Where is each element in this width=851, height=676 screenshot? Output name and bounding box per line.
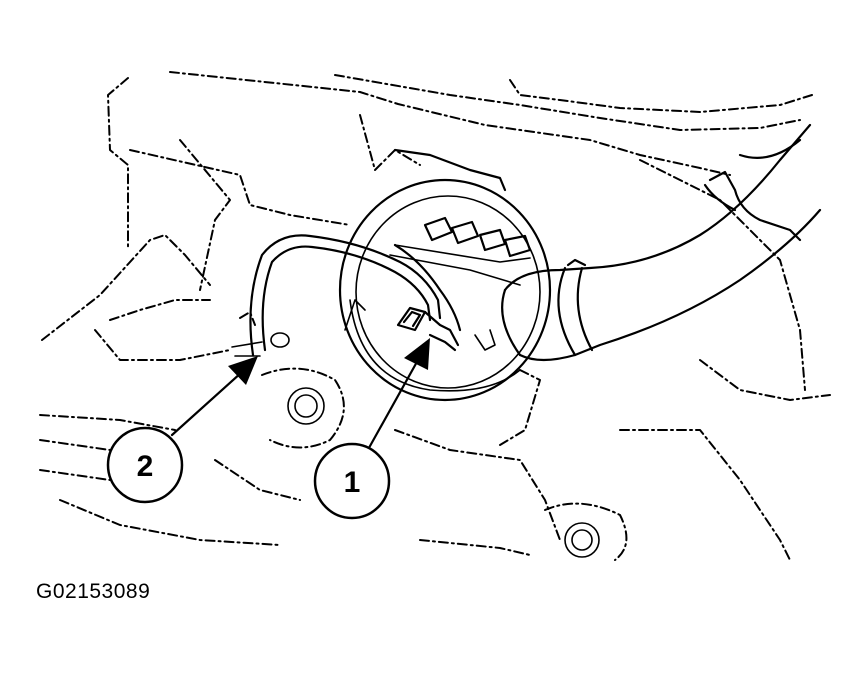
callout-label-1: 1 bbox=[344, 466, 361, 499]
hose bbox=[501, 123, 822, 362]
callout-1: 1 bbox=[313, 442, 391, 520]
callout-2: 2 bbox=[106, 426, 184, 504]
arrow-head-2 bbox=[228, 356, 258, 385]
callout-arrows bbox=[170, 338, 430, 457]
connector-clip bbox=[393, 243, 496, 352]
figure-id: G02153089 bbox=[36, 580, 151, 603]
mounting-boss bbox=[261, 367, 345, 449]
sensor-housing bbox=[338, 148, 552, 446]
wire-loop bbox=[231, 234, 442, 357]
engine-housing-outline bbox=[39, 71, 831, 561]
arrow-head-1 bbox=[404, 338, 430, 370]
terminal-block bbox=[389, 216, 532, 286]
callout-label-2: 2 bbox=[137, 450, 154, 483]
lower-boss bbox=[544, 502, 628, 561]
